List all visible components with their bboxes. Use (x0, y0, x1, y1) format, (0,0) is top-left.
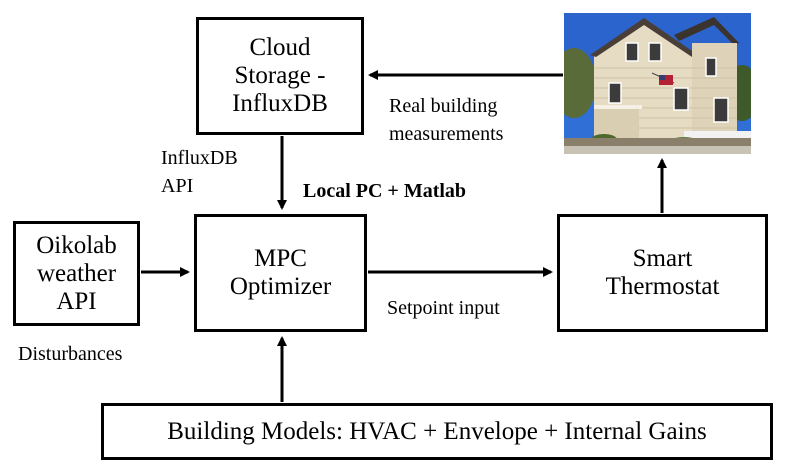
cloud-storage-line-2: Storage - (234, 62, 326, 89)
thermostat-line-1: Smart (632, 245, 693, 272)
cloud-storage-box: Cloud Storage - InfluxDB (196, 17, 364, 135)
influxdb-api-label: InfluxDB API (161, 146, 238, 198)
cloud-storage-line-1: Cloud (249, 34, 311, 61)
mpc-optimizer-box: MPC Optimizer (194, 214, 367, 332)
oikolab-line-1: Oikolab (36, 231, 117, 259)
mpc-line-2: Optimizer (229, 273, 332, 300)
building-models-box: Building Models: HVAC + Envelope + Inter… (101, 403, 773, 460)
real-building-measurements-label: Real building measurements (389, 94, 503, 146)
house-photo (564, 13, 751, 154)
mpc-line-1: MPC (254, 245, 307, 272)
local-pc-matlab-label: Local PC + Matlab (303, 180, 467, 202)
cloud-storage-line-3: InfluxDB (232, 90, 328, 117)
smart-thermostat-box: Smart Thermostat (557, 214, 768, 332)
disturbances-label: Disturbances (18, 343, 123, 365)
setpoint-input-label: Setpoint input (387, 297, 500, 319)
influx-api-line-1: InfluxDB (161, 147, 238, 169)
house-photo-illustration (564, 13, 751, 154)
influx-api-line-2: API (161, 175, 194, 197)
real-building-line-2: measurements (389, 123, 504, 145)
oikolab-line-3: API (56, 287, 97, 315)
oikolab-weather-box: Oikolab weather API (13, 221, 140, 326)
building-models-label: Building Models: HVAC + Envelope + Inter… (167, 417, 707, 445)
real-building-line-1: Real building (389, 95, 498, 117)
thermostat-line-2: Thermostat (605, 273, 720, 300)
oikolab-line-2: weather (36, 259, 117, 287)
